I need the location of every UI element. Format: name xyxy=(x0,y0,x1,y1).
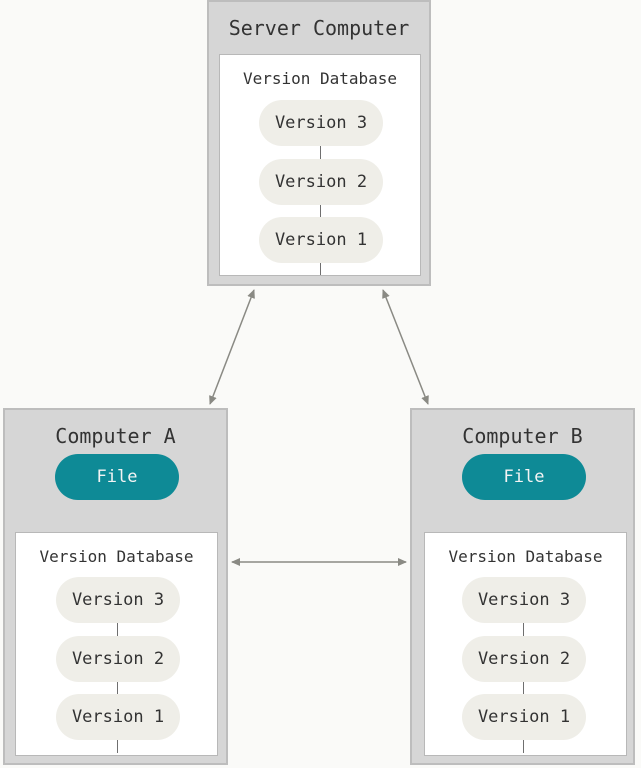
version-connector xyxy=(117,623,118,753)
computer-a: Computer A File Version Database Version… xyxy=(3,408,228,765)
computer-b-version-database: Version Database Version 3 Version 2 Ver… xyxy=(424,532,627,756)
computer-b-file: File xyxy=(462,454,586,500)
server-database-label: Version Database xyxy=(242,69,398,88)
server-computer: Server Computer Version Database Version… xyxy=(207,0,431,286)
server-version-2: Version 2 xyxy=(259,159,383,205)
computer-a-database-label: Version Database xyxy=(39,547,194,566)
computer-b-title: Computer B xyxy=(462,424,583,448)
server-version-1: Version 1 xyxy=(259,217,383,263)
computer-b: Computer B File Version Database Version… xyxy=(410,408,635,765)
computer-b-version-2: Version 2 xyxy=(462,636,586,682)
computer-b-version-3: Version 3 xyxy=(462,577,586,623)
computer-b-database-label: Version Database xyxy=(448,547,603,566)
computer-a-version-2: Version 2 xyxy=(56,636,180,682)
server-version-database: Version Database Version 3 Version 2 Ver… xyxy=(219,54,421,276)
arrow-server-computer-a xyxy=(209,289,255,405)
version-connector xyxy=(523,623,524,753)
server-version-3: Version 3 xyxy=(259,100,383,146)
computer-a-version-1: Version 1 xyxy=(56,694,180,740)
computer-b-version-1: Version 1 xyxy=(462,694,586,740)
computer-a-version-3: Version 3 xyxy=(56,577,180,623)
arrow-server-computer-b xyxy=(382,289,429,405)
computer-a-file: File xyxy=(55,454,179,500)
version-connector xyxy=(320,145,321,275)
server-computer-title: Server Computer xyxy=(228,16,410,40)
computer-a-title: Computer A xyxy=(55,424,176,448)
computer-a-version-database: Version Database Version 3 Version 2 Ver… xyxy=(15,532,218,756)
